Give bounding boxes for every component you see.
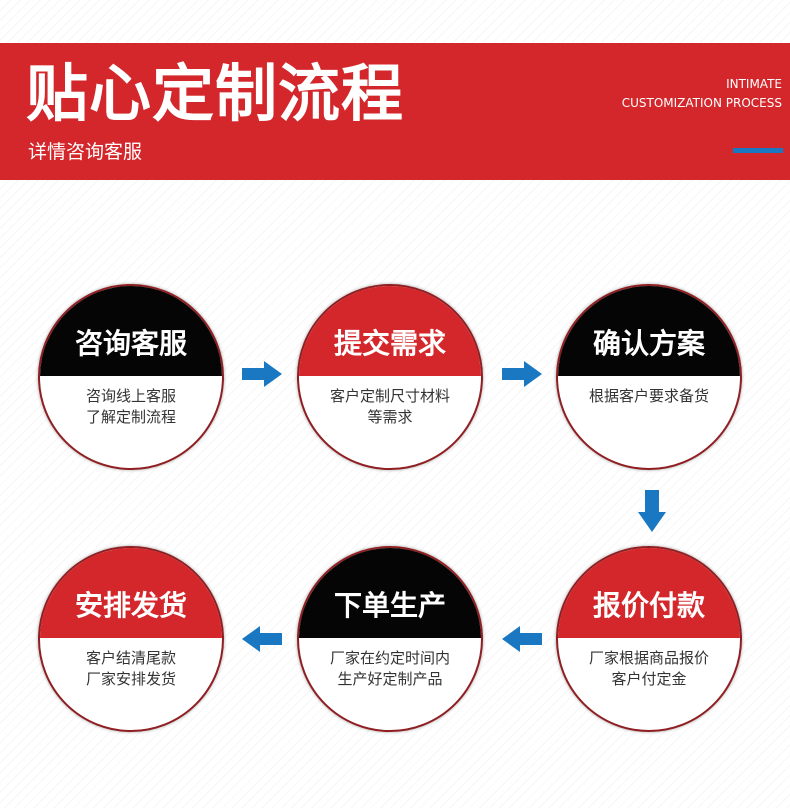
step-desc-line2: 等需求 (367, 408, 413, 426)
page-title: 贴心定制流程 (26, 57, 405, 130)
step-circle-consult: 咨询客服 咨询线上客服 了解定制流程 (38, 284, 224, 470)
step-title: 下单生产 (333, 589, 446, 622)
step-title: 安排发货 (74, 589, 187, 622)
arrow-down-icon (638, 490, 666, 532)
step-header: 安排发货 (40, 548, 222, 638)
step-circle-submit: 提交需求 客户定制尺寸材料 等需求 (297, 284, 483, 470)
step-description: 厂家在约定时间内 生产好定制产品 (299, 648, 481, 690)
step-desc-line1: 厂家根据商品报价 (588, 649, 709, 667)
step-description: 客户结清尾款 厂家安排发货 (40, 648, 222, 690)
accent-bar (733, 148, 783, 153)
step-title: 报价付款 (592, 589, 705, 622)
step-title: 咨询客服 (74, 327, 187, 360)
english-title-line1: INTIMATE (726, 77, 782, 91)
step-description: 客户定制尺寸材料 等需求 (299, 386, 481, 428)
english-title-line2: CUSTOMIZATION PROCESS (621, 96, 782, 110)
step-desc-line1: 咨询线上客服 (85, 387, 176, 405)
step-desc-line2: 生产好定制产品 (337, 670, 443, 688)
step-header: 下单生产 (299, 548, 481, 638)
step-header: 提交需求 (299, 286, 481, 376)
step-desc-line1: 根据客户要求备货 (588, 387, 709, 405)
step-circle-confirm: 确认方案 根据客户要求备货 (556, 284, 742, 470)
step-desc-line1: 客户结清尾款 (85, 649, 176, 667)
step-desc-line2: 了解定制流程 (85, 408, 176, 426)
arrow-left-icon (502, 626, 542, 652)
step-description: 咨询线上客服 了解定制流程 (40, 386, 222, 428)
step-header: 咨询客服 (40, 286, 222, 376)
step-desc-line1: 客户定制尺寸材料 (329, 387, 450, 405)
step-desc-line2: 客户付定金 (611, 670, 687, 688)
step-description: 厂家根据商品报价 客户付定金 (558, 648, 740, 690)
step-circle-ship: 安排发货 客户结清尾款 厂家安排发货 (38, 546, 224, 732)
step-title: 确认方案 (592, 327, 705, 360)
page-subtitle: 详情咨询客服 (28, 141, 143, 163)
step-desc-line2: 厂家安排发货 (85, 670, 176, 688)
step-description: 根据客户要求备货 (558, 386, 740, 407)
header-banner: 贴心定制流程 详情咨询客服 INTIMATE CUSTOMIZATION PRO… (0, 43, 790, 180)
arrow-right-icon (242, 361, 282, 387)
step-circle-quote: 报价付款 厂家根据商品报价 客户付定金 (556, 546, 742, 732)
step-title: 提交需求 (333, 327, 446, 360)
step-header: 报价付款 (558, 548, 740, 638)
step-circle-produce: 下单生产 厂家在约定时间内 生产好定制产品 (297, 546, 483, 732)
arrow-right-icon (502, 361, 542, 387)
step-desc-line1: 厂家在约定时间内 (329, 649, 450, 667)
arrow-left-icon (242, 626, 282, 652)
step-header: 确认方案 (558, 286, 740, 376)
